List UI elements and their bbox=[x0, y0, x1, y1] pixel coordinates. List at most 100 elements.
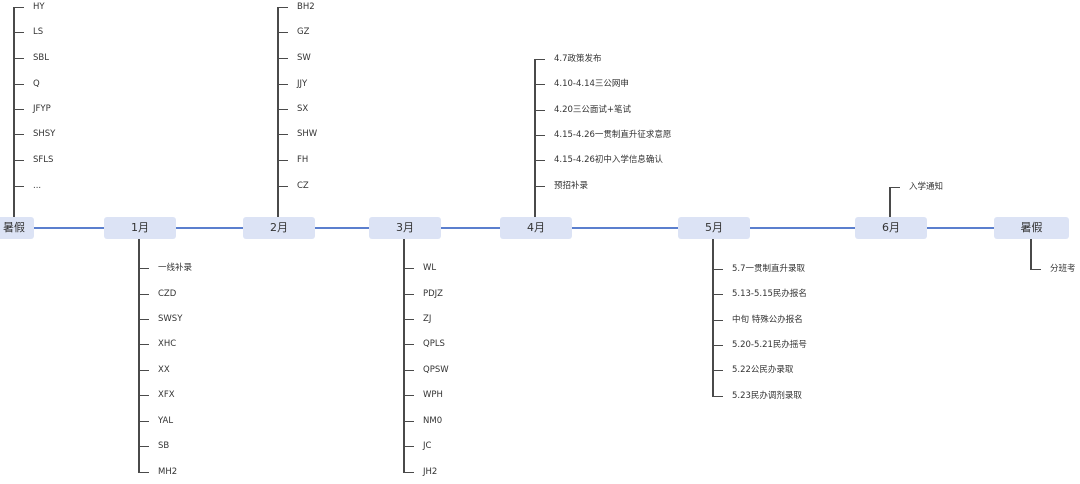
branch-item-label: MH2 bbox=[158, 467, 178, 477]
branch-item-label: 中旬 特殊公办报名 bbox=[732, 315, 803, 325]
branch-connector bbox=[13, 7, 15, 217]
branch-item-label: HY bbox=[33, 2, 45, 12]
branch-tick bbox=[278, 109, 288, 110]
branch-item-label: BH2 bbox=[297, 2, 315, 12]
branch-tick bbox=[535, 110, 545, 111]
timeline-node: 3月 bbox=[369, 217, 441, 239]
branch-item-label: 5.20-5.21民办摇号 bbox=[732, 340, 807, 350]
branch-item-label: QPSW bbox=[423, 365, 449, 375]
branch-tick bbox=[14, 84, 24, 85]
branch-tick bbox=[139, 268, 149, 269]
branch-item-label: 入学通知 bbox=[909, 182, 944, 192]
branch-item-label: ... bbox=[33, 181, 42, 191]
timeline-node: 1月 bbox=[104, 217, 176, 239]
timeline-line bbox=[927, 227, 994, 229]
branch-item-label: GZ bbox=[297, 27, 310, 37]
branch-tick bbox=[278, 160, 288, 161]
branch-tick bbox=[14, 186, 24, 187]
branch-tick bbox=[139, 472, 149, 473]
branch-item-label: NM0 bbox=[423, 416, 443, 426]
branch-item-label: JJY bbox=[297, 79, 308, 89]
branch-tick bbox=[1031, 269, 1041, 270]
branch-tick bbox=[278, 7, 288, 8]
branch-tick bbox=[139, 446, 149, 447]
branch-item-label: FH bbox=[297, 155, 309, 165]
branch-item-label: LS bbox=[33, 27, 44, 37]
branch-tick bbox=[404, 344, 414, 345]
branch-tick bbox=[713, 294, 723, 295]
branch-item-label: SFLS bbox=[33, 155, 54, 165]
branch-item-label: 4.15-4.26一贯制直升征求意愿 bbox=[554, 130, 672, 140]
branch-item-label: JFYP bbox=[33, 104, 51, 114]
branch-tick bbox=[535, 84, 545, 85]
branch-connector bbox=[534, 59, 536, 217]
timeline-node: 5月 bbox=[678, 217, 750, 239]
branch-tick bbox=[278, 32, 288, 33]
branch-item-label: CZ bbox=[297, 181, 309, 191]
branch-tick bbox=[139, 319, 149, 320]
branch-item-label: 4.20三公面试+笔试 bbox=[554, 105, 632, 115]
branch-tick bbox=[535, 135, 545, 136]
branch-item-label: SX bbox=[297, 104, 309, 114]
branch-item-label: WPH bbox=[423, 390, 443, 400]
branch-tick bbox=[404, 421, 414, 422]
branch-tick bbox=[14, 7, 24, 8]
branch-connector bbox=[403, 239, 405, 473]
branch-tick bbox=[14, 160, 24, 161]
timeline-line bbox=[315, 227, 369, 229]
branch-item-label: SBL bbox=[33, 53, 49, 63]
branch-connector bbox=[277, 7, 279, 217]
branch-item-label: JH2 bbox=[423, 467, 438, 477]
branch-tick bbox=[535, 59, 545, 60]
branch-item-label: SWSY bbox=[158, 314, 183, 324]
branch-item-label: ZJ bbox=[423, 314, 432, 324]
branch-item-label: SB bbox=[158, 441, 170, 451]
branch-tick bbox=[404, 472, 414, 473]
branch-tick bbox=[713, 345, 723, 346]
branch-connector bbox=[889, 187, 891, 217]
branch-item-label: 5.13-5.15民办报名 bbox=[732, 289, 807, 299]
branch-tick bbox=[14, 58, 24, 59]
branch-item-label: JC bbox=[423, 441, 432, 451]
timeline-line bbox=[750, 227, 855, 229]
branch-connector bbox=[712, 239, 714, 397]
branch-item-label: PDJZ bbox=[423, 289, 444, 299]
branch-tick bbox=[713, 269, 723, 270]
branch-tick bbox=[535, 160, 545, 161]
branch-item-label: 预招补录 bbox=[554, 181, 589, 191]
timeline-line bbox=[34, 227, 104, 229]
branch-connector bbox=[1030, 239, 1032, 270]
branch-connector bbox=[138, 239, 140, 473]
branch-tick bbox=[278, 134, 288, 135]
branch-tick bbox=[139, 395, 149, 396]
branch-item-label: 一线补录 bbox=[158, 263, 193, 273]
branch-item-label: 5.7一贯制直升录取 bbox=[732, 264, 806, 274]
branch-item-label: CZD bbox=[158, 289, 177, 299]
branch-tick bbox=[14, 109, 24, 110]
branch-tick bbox=[139, 294, 149, 295]
timeline-line bbox=[441, 227, 500, 229]
branch-tick bbox=[713, 320, 723, 321]
branch-item-label: YAL bbox=[158, 416, 174, 426]
branch-item-label: Q bbox=[33, 79, 40, 89]
branch-tick bbox=[278, 58, 288, 59]
branch-item-label: QPLS bbox=[423, 339, 445, 349]
branch-item-label: 分班考 bbox=[1050, 264, 1076, 274]
timeline-line bbox=[572, 227, 678, 229]
branch-tick bbox=[404, 395, 414, 396]
timeline-node: 6月 bbox=[855, 217, 927, 239]
branch-tick bbox=[139, 344, 149, 345]
branch-tick bbox=[404, 294, 414, 295]
timeline-line bbox=[176, 227, 243, 229]
branch-tick bbox=[139, 370, 149, 371]
branch-item-label: 4.10-4.14三公网申 bbox=[554, 79, 629, 89]
timeline-node: 暑假 bbox=[994, 217, 1069, 239]
branch-item-label: SW bbox=[297, 53, 311, 63]
branch-tick bbox=[890, 187, 900, 188]
branch-tick bbox=[14, 134, 24, 135]
branch-tick bbox=[404, 446, 414, 447]
branch-item-label: 5.22公民办录取 bbox=[732, 365, 794, 375]
branch-item-label: WL bbox=[423, 263, 437, 273]
branch-item-label: SHSY bbox=[33, 129, 56, 139]
branch-tick bbox=[713, 396, 723, 397]
